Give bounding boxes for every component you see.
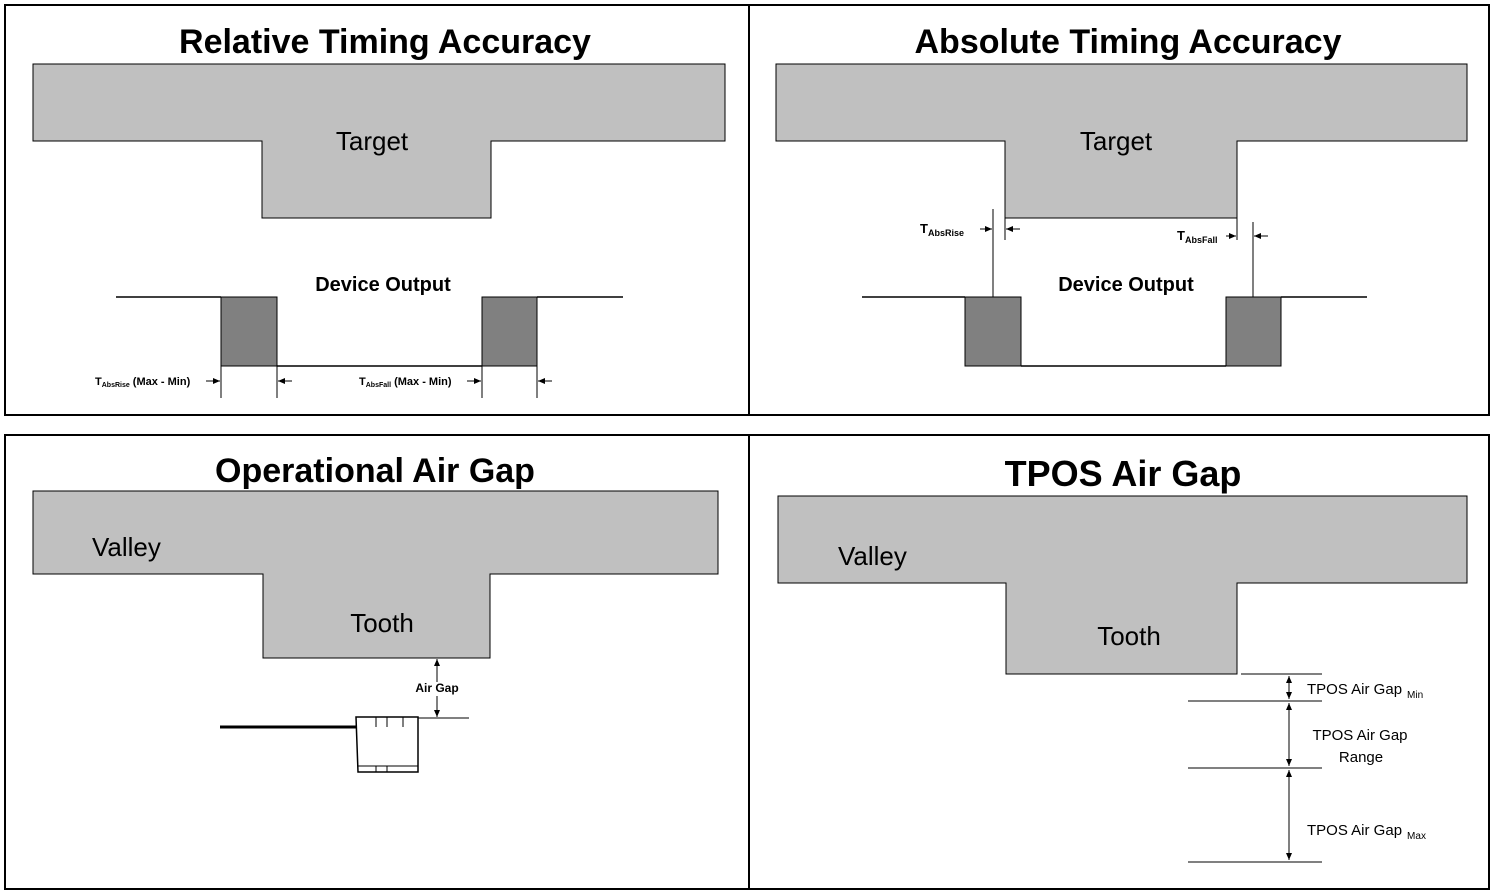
relative-fall-label: TAbsFall (Max - Min): [359, 376, 452, 389]
operational-valley-label: Valley: [92, 532, 161, 562]
absolute-fall-pulse: [1225, 296, 1282, 367]
tpos-range-label-line2: Range: [1339, 749, 1383, 766]
absolute-target-label: Target: [1080, 126, 1153, 156]
absolute-rise-label: TAbsRise: [920, 221, 964, 238]
tpos-tooth-label: Tooth: [1097, 621, 1161, 651]
absolute-device-output-label: Device Output: [1058, 274, 1194, 296]
operational-tooth-label: Tooth: [350, 608, 414, 638]
relative-rise-pulse: [220, 296, 278, 367]
operational-wheel-shape: [32, 490, 719, 659]
tpos-wheel-shape: [777, 495, 1468, 675]
relative-target-shape: [32, 63, 726, 219]
tpos-valley-label: Valley: [838, 541, 907, 571]
absolute-fall-label: TAbsFall: [1177, 228, 1217, 245]
absolute-title: Absolute Timing Accuracy: [915, 23, 1342, 61]
relative-target-label: Target: [336, 126, 409, 156]
tpos-range-label-line1: TPOS Air Gap: [1312, 727, 1407, 744]
tpos-title: TPOS Air Gap: [1005, 453, 1242, 494]
operational-air-gap-label: Air Gap: [415, 681, 458, 695]
operational-title: Operational Air Gap: [215, 452, 535, 490]
relative-device-output-label: Device Output: [315, 274, 451, 296]
absolute-rise-pulse: [964, 296, 1022, 367]
relative-rise-label: TAbsRise (Max - Min): [95, 376, 191, 389]
sensor-device: [355, 716, 419, 773]
relative-fall-pulse: [481, 296, 538, 367]
relative-title: Relative Timing Accuracy: [179, 23, 591, 61]
